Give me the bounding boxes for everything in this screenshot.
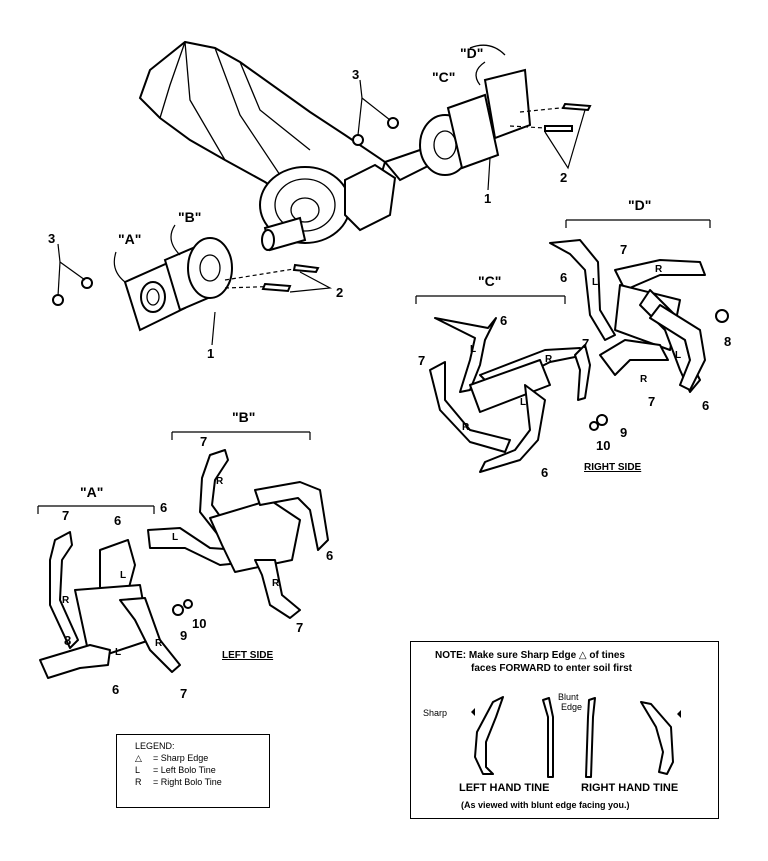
mark-left-tine: L [172, 532, 178, 543]
group-label-a-hub: "A" [118, 231, 141, 247]
sharp-edge-triangle-icon: △ [135, 753, 142, 763]
part-number-3: 3 [352, 67, 359, 82]
note-line-2: faces FORWARD to enter soil first [471, 663, 632, 674]
mark-left-tine: L [470, 344, 476, 355]
part-number-6: 6 [112, 682, 119, 697]
mark-left-tine: L [120, 570, 126, 581]
part-number-9: 9 [180, 628, 187, 643]
edge-label: Edge [561, 702, 583, 712]
tine-group-a [37, 505, 181, 679]
part-numbers: 3 3 1 1 2 2 6 7 7 6 6 7 8 6 7 9 10 7 6 6… [48, 67, 731, 701]
tine-marks: L R R L L R L R R L R R L R L [62, 264, 681, 658]
part-number-7: 7 [62, 508, 69, 523]
part-number-7: 7 [582, 336, 589, 351]
right-hand-tine-label: RIGHT HAND TINE [581, 782, 679, 794]
part-number-6: 6 [702, 398, 709, 413]
part-number-7: 7 [200, 434, 207, 449]
mark-right-tine: R [155, 638, 163, 649]
right-side-label: RIGHT SIDE [584, 462, 642, 473]
legend-item-right-tine: R = Right Bolo Tine [135, 776, 263, 788]
part-number-8: 8 [64, 633, 71, 648]
group-label-c-hub: "C" [432, 69, 455, 85]
part-number-8: 8 [724, 334, 731, 349]
mark-right-tine: R [545, 354, 553, 365]
legend-item-text: = Sharp Edge [153, 753, 209, 763]
part-number-3: 3 [48, 231, 55, 246]
mark-right-tine: R [62, 595, 70, 606]
group-label-a: "A" [80, 484, 103, 500]
part-number-6: 6 [326, 548, 333, 563]
legend-item-text: = Left Bolo Tine [153, 765, 216, 775]
part-number-6: 6 [560, 270, 567, 285]
viewing-instruction: (As viewed with blunt edge facing you.) [461, 800, 630, 810]
part-number-2: 2 [560, 170, 567, 185]
tine-group-c [415, 295, 591, 473]
mark-right-tine: R [216, 476, 224, 487]
rotation-arrow-b [170, 224, 181, 256]
right-hand-tine-front-illustration [640, 701, 674, 775]
part-number-6: 6 [160, 500, 167, 515]
part-number-10: 10 [596, 438, 610, 453]
left-hub-assembly [52, 237, 320, 332]
sharp-edge-triangle-icon [677, 710, 681, 718]
part-number-7: 7 [296, 620, 303, 635]
legend-title: LEGEND: [135, 741, 175, 751]
rotation-arrow-a [113, 251, 126, 283]
legend-item-left-tine: L = Left Bolo Tine [135, 764, 263, 776]
legend-item-key: L [135, 765, 141, 775]
transmission-housing [138, 40, 432, 252]
part-number-2: 2 [336, 285, 343, 300]
part-number-6: 6 [541, 465, 548, 480]
group-label-b-hub: "B" [178, 209, 201, 225]
mark-right-tine: R [272, 578, 280, 589]
mark-left-tine: L [115, 647, 121, 658]
mark-left-tine: L [520, 397, 526, 408]
left-hand-tine-front-illustration [474, 696, 504, 775]
part-number-6: 6 [114, 513, 121, 528]
left-side-label: LEFT SIDE [222, 650, 273, 661]
mark-right-tine: R [640, 374, 648, 385]
blunt-label: Blunt [558, 692, 579, 702]
part-number-7: 7 [620, 242, 627, 257]
part-number-1: 1 [484, 191, 491, 206]
part-number-7: 7 [648, 394, 655, 409]
part-number-1: 1 [207, 346, 214, 361]
tine-group-b [147, 431, 329, 619]
tine-group-d [549, 219, 729, 431]
group-label-d: "D" [628, 197, 651, 213]
sharp-label: Sharp [423, 708, 448, 718]
part-number-6: 6 [500, 313, 507, 328]
legend-item-sharp-edge: △ = Sharp Edge [135, 752, 263, 764]
legend-item-key: R [135, 777, 142, 787]
left-hand-tine-side-illustration [542, 697, 554, 778]
part-number-7: 7 [180, 686, 187, 701]
left-hand-tine-label: LEFT HAND TINE [459, 782, 550, 794]
legend-box: LEGEND: △ = Sharp Edge L = Left Bolo Tin… [116, 734, 270, 808]
note-line-1: NOTE: Make sure Sharp Edge △ of tines [435, 650, 625, 661]
group-label-b: "B" [232, 409, 255, 425]
mark-right-tine: R [655, 264, 663, 275]
group-label-d-hub: "D" [460, 45, 483, 61]
mark-left-tine: L [592, 277, 598, 288]
mark-right-tine: R [462, 422, 470, 433]
right-hand-tine-side-illustration [585, 697, 596, 778]
sharp-edge-triangle-icon [471, 708, 475, 716]
mark-left-tine: L [675, 350, 681, 361]
part-number-7: 7 [418, 353, 425, 368]
part-number-9: 9 [620, 425, 627, 440]
legend-item-text: = Right Bolo Tine [153, 777, 222, 787]
tine-orientation-illustration [471, 696, 681, 778]
group-label-c: "C" [478, 273, 501, 289]
note-box: NOTE: Make sure Sharp Edge △ of tines fa… [410, 641, 719, 819]
part-number-10: 10 [192, 616, 206, 631]
right-hub-assembly [352, 44, 592, 176]
